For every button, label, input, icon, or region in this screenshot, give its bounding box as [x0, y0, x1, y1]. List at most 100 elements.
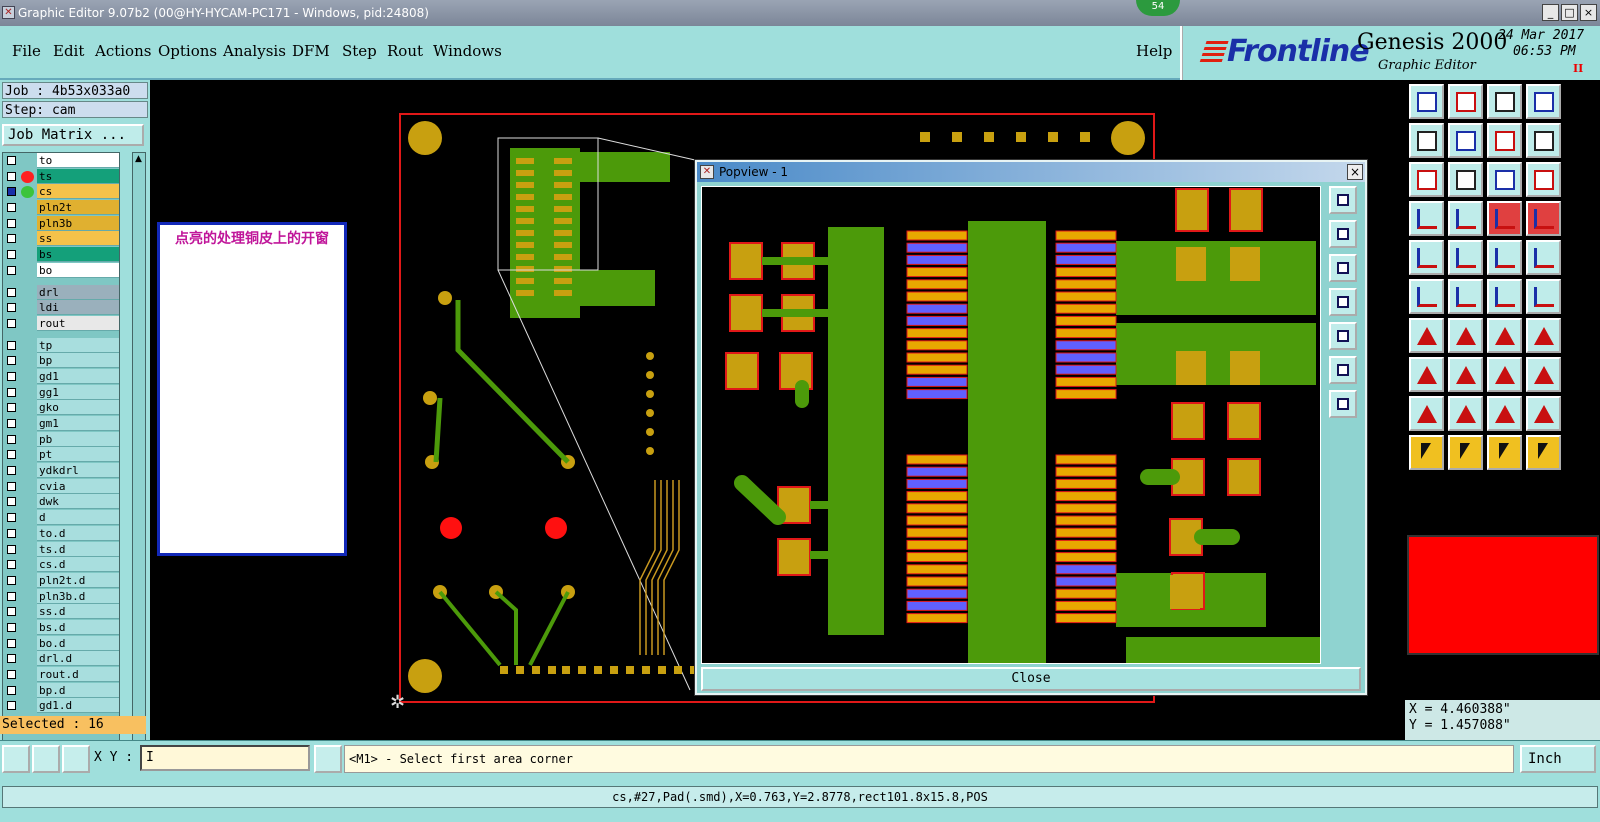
- layer-name[interactable]: gg1: [37, 384, 119, 400]
- help-icon[interactable]: [1526, 162, 1561, 197]
- layer-name[interactable]: pt: [37, 447, 119, 463]
- center-icon[interactable]: [1448, 162, 1483, 197]
- layer-checkbox[interactable]: [7, 250, 16, 260]
- layer-row-rout[interactable]: rout: [3, 315, 119, 332]
- popview-pan-up-icon[interactable]: [1329, 254, 1357, 282]
- layer-name[interactable]: cs.d: [37, 557, 119, 573]
- line-red-icon[interactable]: [1487, 279, 1522, 314]
- layer-row-bp[interactable]: bp: [3, 353, 119, 369]
- menu-windows[interactable]: Windows: [433, 42, 502, 60]
- minus-icon[interactable]: [1448, 357, 1483, 392]
- angle-mode-icon[interactable]: [32, 745, 60, 773]
- grid-icon[interactable]: [1448, 201, 1483, 236]
- layer-row-d[interactable]: d: [3, 510, 119, 526]
- layer-checkbox[interactable]: [7, 481, 16, 491]
- home-icon[interactable]: [1487, 84, 1522, 119]
- layer-row-pln2t-d[interactable]: pln2t.d: [3, 572, 119, 589]
- layer-row-ts[interactable]: ts: [3, 168, 119, 185]
- layer-name[interactable]: gd1.d: [37, 698, 119, 714]
- popview-center-icon[interactable]: [1329, 390, 1357, 418]
- units-select[interactable]: Inch: [1520, 745, 1596, 773]
- layer-row-pln3b[interactable]: pln3b: [3, 215, 119, 232]
- layer-name[interactable]: pln3b: [37, 215, 119, 231]
- layer-name[interactable]: pln3b.d: [37, 588, 119, 604]
- layer-name[interactable]: to.d: [37, 525, 119, 541]
- zoom-in-icon[interactable]: [1448, 84, 1483, 119]
- layer-checkbox[interactable]: [7, 466, 16, 476]
- layer-checkbox[interactable]: [7, 654, 16, 664]
- layer-row-cs-d[interactable]: cs.d: [3, 557, 119, 573]
- line-dot-icon[interactable]: [1526, 279, 1561, 314]
- popview-pan-left-icon[interactable]: [1329, 288, 1357, 316]
- layer-checkbox[interactable]: [7, 575, 16, 585]
- layer-row-ydkdrl[interactable]: ydkdrl: [3, 463, 119, 479]
- layer-checkbox[interactable]: [7, 187, 16, 197]
- layer-checkbox[interactable]: [7, 265, 16, 275]
- layer-checkbox[interactable]: [7, 203, 16, 213]
- connect-icon[interactable]: [1409, 279, 1444, 314]
- layer-row-bp-d[interactable]: bp.d: [3, 682, 119, 699]
- layer-row-gd1[interactable]: gd1: [3, 368, 119, 385]
- menu-edit[interactable]: Edit: [53, 42, 85, 60]
- layer-checkbox[interactable]: [7, 638, 16, 648]
- layer-b-icon[interactable]: [1526, 201, 1561, 236]
- layer-row-gm1[interactable]: gm1: [3, 416, 119, 432]
- select-net-icon[interactable]: [1487, 435, 1522, 470]
- layer-checkbox[interactable]: [7, 340, 16, 350]
- popview-canvas[interactable]: [701, 186, 1321, 664]
- tri-c-icon[interactable]: [1487, 396, 1522, 431]
- layer-row-bo-d[interactable]: bo.d: [3, 635, 119, 652]
- layer-checkbox[interactable]: [7, 318, 16, 328]
- pad-info-icon[interactable]: [1409, 240, 1444, 275]
- layer-name[interactable]: bo.d: [37, 635, 119, 651]
- rotate-icon[interactable]: [1487, 318, 1522, 353]
- popview-pan-right-icon[interactable]: [1329, 322, 1357, 350]
- menu-rout[interactable]: Rout: [387, 42, 424, 60]
- layer-checkbox[interactable]: [7, 371, 16, 381]
- layer-checkbox[interactable]: [7, 403, 16, 413]
- layer-name[interactable]: rout: [37, 315, 119, 331]
- layer-row-pln3b-d[interactable]: pln3b.d: [3, 588, 119, 605]
- layer-checkbox[interactable]: [7, 387, 16, 397]
- layer-name[interactable]: rout.d: [37, 667, 119, 682]
- maximize-button[interactable]: □: [1561, 4, 1578, 21]
- layer-name[interactable]: to: [37, 153, 119, 168]
- layer-name[interactable]: gm1: [37, 416, 119, 431]
- menu-actions[interactable]: Actions: [95, 42, 152, 60]
- layer-checkbox[interactable]: [7, 156, 16, 165]
- pan-right-icon[interactable]: [1448, 123, 1483, 158]
- layer-name[interactable]: ldi: [37, 300, 119, 316]
- layer-row-dwk[interactable]: dwk: [3, 494, 119, 510]
- dot-icon[interactable]: [1526, 240, 1561, 275]
- layer-checkbox[interactable]: [7, 450, 16, 460]
- popview-close-icon[interactable]: ×: [1347, 164, 1363, 180]
- cursor-mode-icon[interactable]: [314, 745, 342, 773]
- menu-file[interactable]: File: [12, 42, 41, 60]
- close-window-button[interactable]: ×: [1580, 4, 1597, 21]
- layer-row-ldi[interactable]: ldi: [3, 300, 119, 316]
- layer-row-bo[interactable]: bo: [3, 262, 119, 279]
- layer-checkbox[interactable]: [7, 287, 16, 297]
- zoom-home-icon[interactable]: [1409, 84, 1444, 119]
- layer-name[interactable]: tp: [37, 337, 119, 353]
- scale-one-icon[interactable]: [1487, 162, 1522, 197]
- layer-row-cvia[interactable]: cvia: [3, 478, 119, 495]
- layer-row-cs[interactable]: cs: [3, 184, 119, 200]
- ruler-icon[interactable]: [1487, 240, 1522, 275]
- layer-checkbox[interactable]: [7, 419, 16, 428]
- move-icon[interactable]: [1409, 357, 1444, 392]
- grid-mode-icon[interactable]: [62, 745, 90, 773]
- layer-name[interactable]: bs.d: [37, 619, 119, 635]
- popview-fit-icon[interactable]: [1329, 356, 1357, 384]
- layer-checkbox[interactable]: [7, 560, 16, 570]
- layer-checkbox[interactable]: [7, 356, 16, 366]
- tri-a-icon[interactable]: [1409, 396, 1444, 431]
- layer-row-gd1-d[interactable]: gd1.d: [3, 698, 119, 714]
- layer-row-drl-d[interactable]: drl.d: [3, 651, 119, 667]
- layer-checkbox[interactable]: [7, 234, 16, 244]
- pan-left-icon[interactable]: [1409, 123, 1444, 158]
- flip-icon[interactable]: [1526, 318, 1561, 353]
- layer-row-pln2t[interactable]: pln2t: [3, 200, 119, 216]
- tri-b-icon[interactable]: [1448, 396, 1483, 431]
- layer-checkbox[interactable]: [7, 622, 16, 632]
